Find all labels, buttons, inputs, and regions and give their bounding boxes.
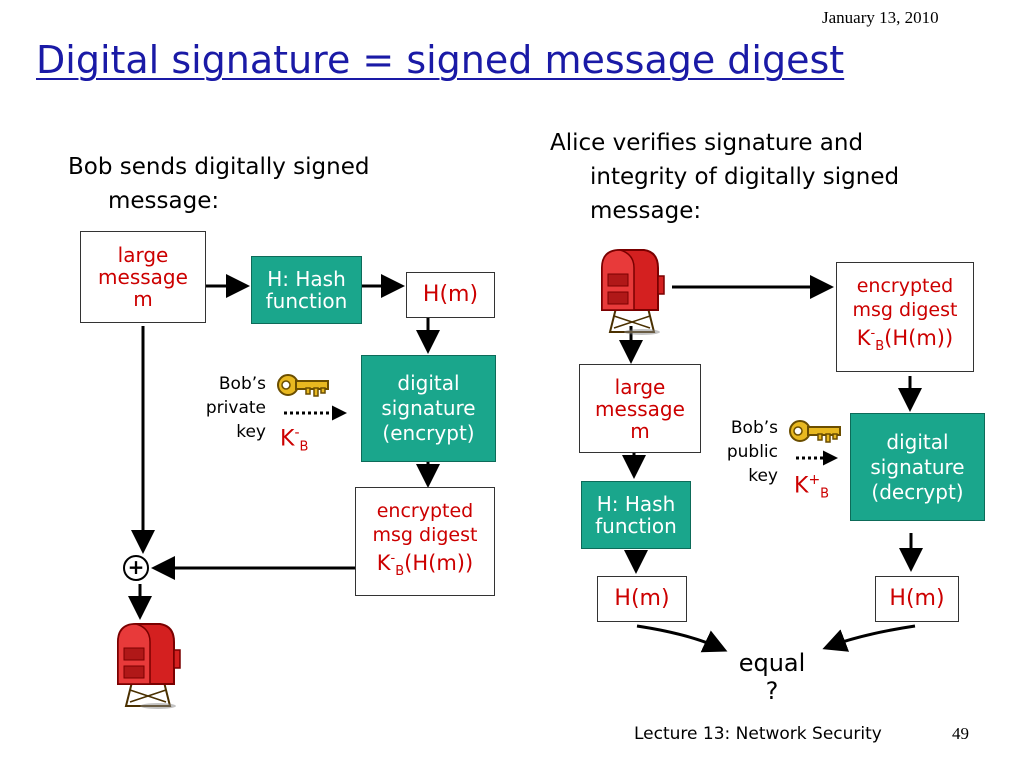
alice-public-key-label-line-2: public — [726, 442, 778, 462]
bob-intro-line-2: message: — [108, 188, 220, 214]
bob-intro: Bob sends digitally signed message: — [68, 150, 369, 218]
alice-public-key-label-line-3: key — [748, 466, 778, 486]
bob-private-key-label-line-2: private — [205, 398, 266, 418]
bob-encrypted-line-2: msg digest — [372, 523, 478, 546]
plus-operator: + — [123, 555, 149, 581]
alice-hm-right-box: H(m) — [875, 576, 959, 622]
kb-sup: - — [294, 425, 300, 441]
kb-sup: + — [808, 472, 821, 488]
alice-large-message-box: large message m — [579, 364, 701, 453]
bob-private-key-label: Bob’s private key — [182, 372, 266, 444]
alice-encrypted-digest-box: encrypted msg digest K-B(H(m)) — [836, 262, 974, 372]
alice-large-message-line-2: message — [595, 396, 685, 421]
slide-title: Digital signature = signed message diges… — [36, 38, 845, 82]
bob-formula-sub: B — [395, 564, 405, 580]
kb-sub: B — [820, 486, 830, 502]
alice-signature-line-3: (decrypt) — [871, 479, 964, 504]
arrow-hm-left-to-equal — [636, 624, 728, 653]
bob-digital-signature-box: digital signature (encrypt) — [361, 355, 496, 462]
key-icon — [789, 420, 841, 443]
alice-public-key-label-line-1: Bob’s — [730, 418, 778, 438]
alice-formula-sup: - — [870, 326, 876, 342]
equal-line-2: ? — [765, 677, 779, 705]
bob-hm-box: H(m) — [406, 272, 495, 318]
bob-large-message-line-3: m — [133, 287, 153, 311]
bob-signature-line-1: digital — [397, 371, 460, 395]
bob-hash-line-2: function — [265, 289, 348, 313]
alice-hm-left-box: H(m) — [597, 576, 687, 622]
bob-signature-line-3: (encrypt) — [382, 421, 475, 445]
bob-intro-line-1: Bob sends digitally signed — [68, 154, 370, 180]
alice-intro: Alice verifies signature and integrity o… — [550, 126, 899, 228]
arrow-hm-right-to-equal — [822, 624, 916, 652]
alice-formula-base: K — [856, 326, 871, 351]
alice-hash-function-box: H: Hash function — [581, 481, 691, 549]
alice-hash-line-1: H: Hash — [596, 492, 676, 516]
alice-encrypted-line-1: encrypted — [856, 275, 954, 298]
bob-formula-rest: (H(m)) — [404, 550, 474, 575]
bob-private-key-label-line-3: key — [236, 422, 266, 442]
bob-private-key-label-line-1: Bob’s — [218, 374, 266, 394]
bob-large-message-box: large message m — [80, 231, 206, 323]
alice-large-message-line-1: large — [614, 374, 666, 399]
equal-question: equal ? — [722, 649, 822, 705]
bob-formula-sup: - — [390, 550, 396, 566]
alice-large-message-line-3: m — [630, 418, 650, 443]
bob-signature-line-2: signature — [381, 396, 476, 420]
alice-formula-rest: (H(m)) — [884, 326, 954, 351]
bob-private-key-symbol: K-B — [280, 425, 308, 455]
alice-digital-signature-box: digital signature (decrypt) — [850, 413, 985, 521]
alice-intro-line-3: message: — [590, 198, 702, 224]
kb-base: K — [794, 473, 809, 499]
slide-footer: Lecture 13: Network Security — [634, 724, 882, 744]
alice-signature-line-2: signature — [870, 454, 965, 479]
alice-signature-line-1: digital — [886, 429, 949, 454]
bob-encrypted-digest-box: encrypted msg digest K-B(H(m)) — [355, 487, 495, 596]
alice-public-key-label: Bob’s public key — [700, 416, 778, 488]
kb-sub: B — [299, 439, 309, 455]
bob-hash-function-box: H: Hash function — [251, 256, 362, 324]
equal-line-1: equal — [738, 649, 806, 677]
bob-encrypted-line-1: encrypted — [376, 499, 474, 522]
bob-hash-line-1: H: Hash — [267, 267, 346, 291]
key-icon — [277, 374, 329, 397]
bob-formula-base: K — [376, 550, 391, 575]
mailbox-icon — [117, 623, 181, 709]
alice-intro-line-2: integrity of digitally signed — [590, 164, 900, 190]
alice-encrypted-formula: K-B(H(m)) — [853, 322, 958, 359]
alice-hash-line-2: function — [595, 514, 677, 538]
mailbox-icon — [601, 249, 665, 335]
bob-large-message-line-1: large — [117, 243, 169, 267]
alice-encrypted-line-2: msg digest — [852, 299, 958, 322]
alice-intro-line-1: Alice verifies signature and — [550, 130, 864, 156]
slide-date: January 13, 2010 — [822, 8, 939, 27]
bob-encrypted-formula: K-B(H(m)) — [373, 547, 478, 584]
kb-base: K — [280, 426, 295, 452]
bob-large-message-line-2: message — [98, 265, 188, 289]
alice-formula-sub: B — [875, 339, 885, 355]
alice-public-key-symbol: K+B — [794, 472, 829, 502]
page-number: 49 — [952, 724, 969, 743]
